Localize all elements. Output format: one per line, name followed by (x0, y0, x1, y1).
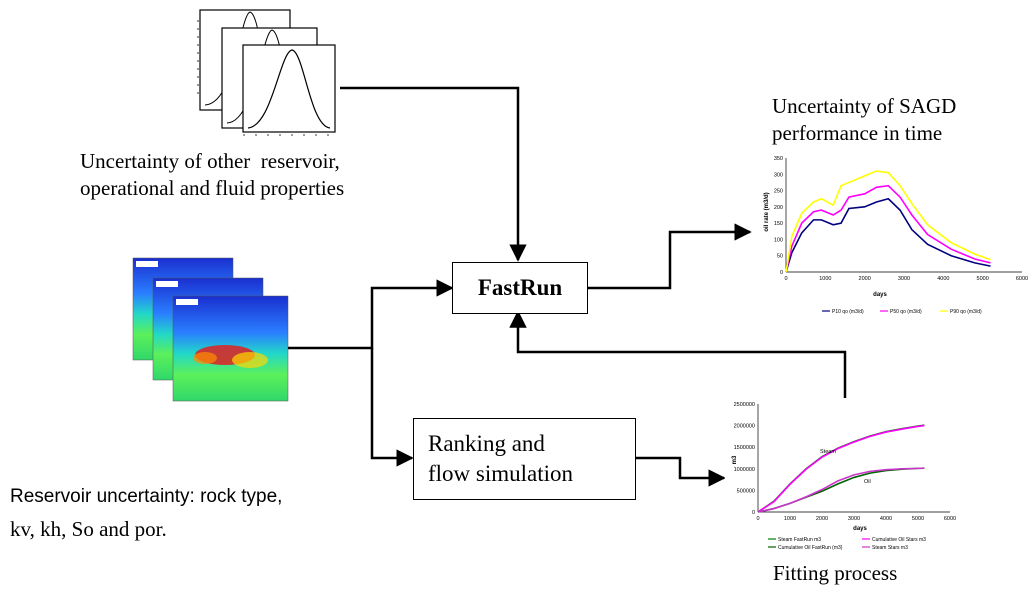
x-tick-label: 4000 (937, 276, 949, 282)
steam-annotation: Steam (820, 449, 836, 455)
fitting-cumulative-chart: m3 days 0 1000 2000 3000 4000 5000 6000 0 500000… (725, 398, 965, 558)
x-tick-label: 1000 (819, 276, 831, 282)
y-tick-label: 50 (777, 254, 783, 260)
y-tick-label: 2000000 (734, 424, 755, 430)
series-line (757, 467, 925, 513)
sagd-title-line2: performance in time (772, 121, 943, 145)
x-tick-label: 6000 (1016, 276, 1028, 282)
y-tick-label: 0 (780, 270, 783, 276)
y-tick-label: 150 (774, 221, 783, 227)
other-uncertainty-caption: Uncertainty of other reservoir, operatio… (80, 148, 344, 202)
sagd-caption: Uncertainty of SAGD performance in time (772, 93, 956, 147)
y-tick-label: 2500000 (734, 402, 755, 408)
reservoir-line1: Reservoir uncertainty: rock type, (10, 486, 283, 507)
fastrun-box: FastRun (452, 262, 588, 314)
reservoir-caption: Reservoir uncertainty: rock type, kv, kh… (10, 481, 282, 545)
series-line (785, 197, 991, 273)
other-uncertainty-line1: Uncertainty of other reservoir, (80, 149, 340, 173)
x-axis-label: days (853, 526, 867, 532)
y-tick-label: 250 (774, 189, 783, 195)
legend-label: P90 qo (m3/d) (950, 309, 982, 315)
distribution-plots-icon (197, 9, 336, 136)
ranking-box: Ranking and flow simulation (413, 418, 636, 500)
x-tick-label: 5000 (977, 276, 989, 282)
ranking-label-line2: flow simulation (428, 461, 574, 486)
x-axis-label: days (873, 292, 887, 298)
oil-annotation: Oil (864, 479, 871, 485)
y-tick-label: 350 (774, 156, 783, 162)
sagd-title-line1: Uncertainty of SAGD (772, 94, 957, 118)
x-tick-label: 3000 (898, 276, 910, 282)
series-line (785, 184, 991, 273)
y-tick-label: 300 (774, 172, 783, 178)
legend-label: Cumulative Oil FastRun (m3) (778, 545, 843, 551)
reservoir-maps-icon (132, 257, 289, 402)
series-line (785, 170, 991, 273)
y-tick-label: 100 (774, 237, 783, 243)
fitting-caption: Fitting process (773, 561, 898, 585)
legend-label: P10 qo (m3/d) (832, 309, 864, 315)
reservoir-line2: kv, kh, So and por. (10, 517, 167, 541)
y-axis-label: m3 (732, 455, 738, 464)
x-tick-label: 2000 (816, 516, 828, 522)
legend-label: Cumulative Oil Stars m3 (872, 537, 926, 543)
connectors (288, 86, 847, 487)
x-tick-label: 0 (784, 276, 787, 282)
legend-label: P50 qo (m3/d) (890, 309, 922, 315)
legend-label: Steam FastRun m3 (778, 537, 821, 543)
x-tick-label: 5000 (912, 516, 924, 522)
other-uncertainty-line2: operational and fluid properties (80, 176, 345, 200)
x-tick-label: 6000 (944, 516, 956, 522)
fastrun-label: FastRun (477, 275, 563, 300)
legend-label: Steam Stars m3 (872, 545, 908, 551)
y-tick-label: 1000000 (734, 467, 755, 473)
y-axis-label: oil rate (m3/d) (764, 192, 770, 231)
series-line (757, 424, 925, 513)
y-tick-label: 0 (752, 510, 755, 516)
y-tick-label: 1500000 (734, 445, 755, 451)
y-tick-label: 500000 (737, 488, 755, 494)
y-tick-label: 200 (774, 205, 783, 211)
x-tick-label: 3000 (848, 516, 860, 522)
ranking-label-line1: Ranking and (428, 431, 545, 456)
x-tick-label: 4000 (880, 516, 892, 522)
x-tick-label: 2000 (859, 276, 871, 282)
x-tick-label: 1000 (784, 516, 796, 522)
x-tick-label: 0 (756, 516, 759, 522)
